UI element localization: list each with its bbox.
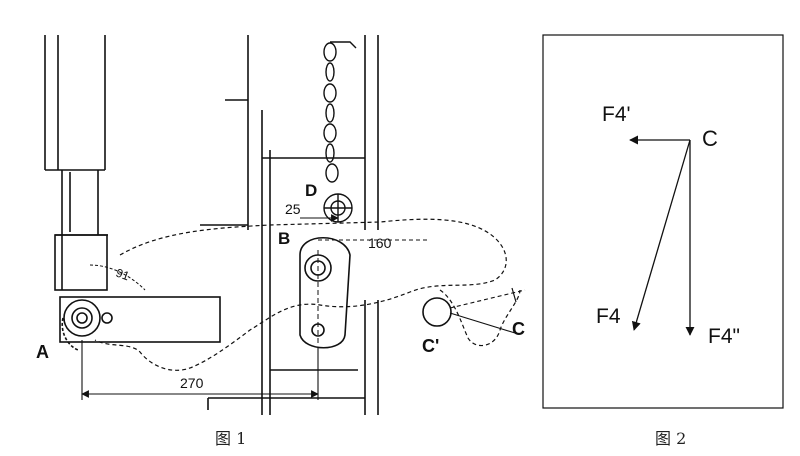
dim-label-25: 25 (285, 201, 301, 217)
swing-outline (94, 218, 507, 371)
figure-1-caption: 图 1 (215, 429, 247, 448)
dimension-270 (81, 340, 319, 400)
frame-lines (200, 35, 379, 415)
angle-arc (89, 264, 146, 291)
label-d: D (305, 181, 317, 200)
cylinder-rod (44, 35, 108, 291)
label-f4-prime: F4' (602, 103, 631, 126)
lever-arm-a (59, 296, 221, 351)
label-fig2-c: C (702, 126, 718, 151)
vector-f4 (631, 139, 691, 331)
plate-b (299, 236, 351, 349)
label-b: B (278, 229, 290, 248)
label-f4-double-prime: F4" (708, 325, 740, 348)
label-c-prime: C' (422, 336, 439, 356)
figure-2-frame (542, 34, 784, 409)
force-vectors (629, 135, 695, 336)
label-a: A (36, 342, 49, 362)
figure-1-mechanism (44, 35, 526, 415)
dim-label-160: 160 (368, 235, 392, 251)
pin-c-prime (422, 287, 526, 334)
dim-label-270: 270 (180, 375, 204, 391)
label-f4: F4 (596, 305, 621, 328)
label-c: C (512, 319, 525, 339)
dim-label-91: 91 (114, 266, 132, 284)
figure-2-caption: 图 2 (655, 429, 687, 448)
chain (323, 41, 357, 223)
